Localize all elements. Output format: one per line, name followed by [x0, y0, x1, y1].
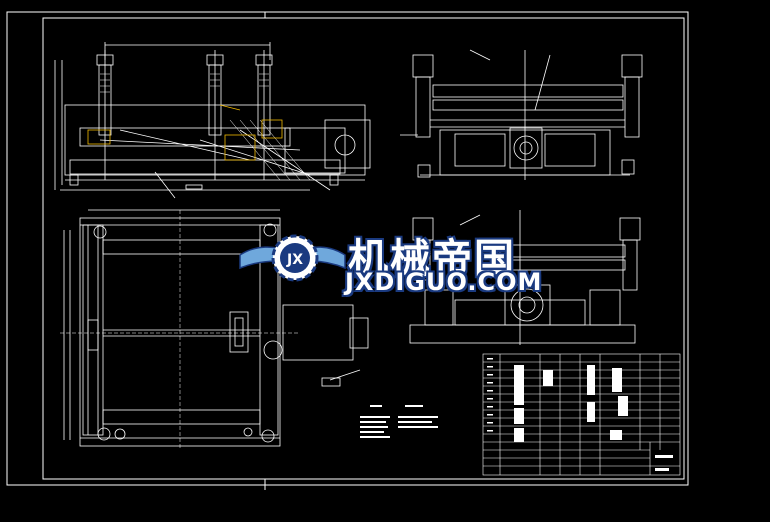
side-view-lower — [409, 210, 641, 345]
logo-letters: JX — [286, 252, 303, 268]
watermark-logo: JX — [239, 234, 346, 282]
technical-notes — [360, 405, 438, 438]
side-view-upper — [400, 49, 643, 180]
watermark-text-cn: 机械帝国 — [348, 236, 516, 282]
inner-frame — [42, 17, 685, 480]
watermark-text-en: JXDIGUO.COM — [345, 268, 543, 296]
outer-border — [6, 11, 689, 486]
